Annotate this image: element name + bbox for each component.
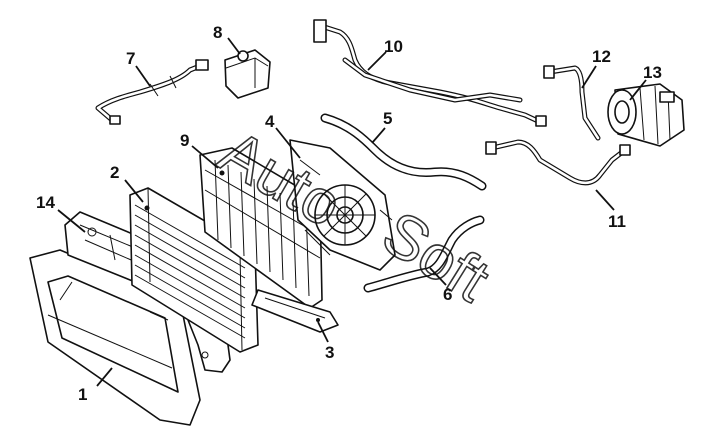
part-13-compressor bbox=[607, 83, 685, 147]
callout-13: 13 bbox=[643, 63, 662, 82]
callout-4: 4 bbox=[265, 112, 275, 131]
part-11-long-pipe bbox=[485, 139, 631, 186]
callout-12: 12 bbox=[592, 47, 611, 66]
part-3-lower-bracket bbox=[251, 289, 339, 333]
radiator-fins bbox=[134, 204, 246, 339]
callouts: 1 2 3 4 5 6 7 8 9 10 11 12 13 14 bbox=[36, 23, 662, 404]
part-9-condenser bbox=[199, 147, 323, 309]
part-10-pipe-assembly bbox=[313, 19, 547, 127]
callout-14: 14 bbox=[36, 193, 55, 212]
callout-7: 7 bbox=[126, 49, 135, 68]
part-8-receiver-drier bbox=[224, 49, 271, 99]
callout-1: 1 bbox=[78, 385, 87, 404]
callout-11: 11 bbox=[608, 212, 626, 231]
part-6-hose bbox=[363, 215, 485, 293]
part-12-compressor-line bbox=[543, 65, 601, 141]
callout-10: 10 bbox=[384, 37, 403, 56]
callout-8: 8 bbox=[213, 23, 222, 42]
leader-lines bbox=[57, 37, 647, 387]
callout-6: 6 bbox=[443, 285, 452, 304]
part-5-hose bbox=[320, 113, 487, 191]
callout-9: 9 bbox=[180, 131, 189, 150]
callout-2: 2 bbox=[110, 163, 119, 182]
part-4-fan-assembly bbox=[289, 139, 396, 271]
callout-5: 5 bbox=[383, 109, 392, 128]
part-2-radiator bbox=[129, 187, 259, 353]
condenser-fins bbox=[214, 159, 310, 297]
part-7-refrigerant-line bbox=[95, 59, 209, 125]
callout-3: 3 bbox=[325, 343, 334, 362]
